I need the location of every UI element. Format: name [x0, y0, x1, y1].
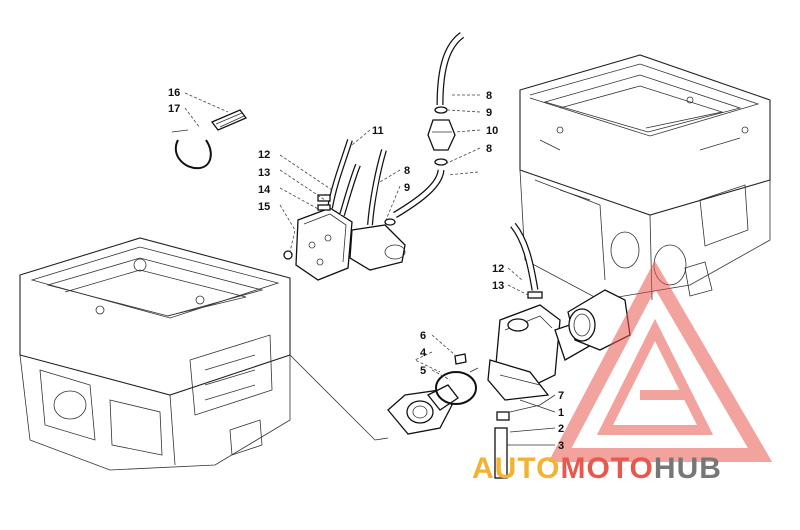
callout-7: 7: [558, 390, 564, 402]
intake-flange: [387, 353, 479, 435]
fuel-pump-assembly: [283, 139, 406, 281]
callout-12-upper: 12: [258, 149, 270, 161]
engine-block-left: [19, 237, 291, 471]
callout-3: 3: [558, 440, 564, 452]
callout-8-mid: 8: [486, 143, 492, 155]
callout-5: 5: [420, 365, 426, 377]
engine-block-right: [519, 54, 771, 301]
callout-12-lower: 12: [492, 263, 504, 275]
callout-10: 10: [486, 125, 498, 137]
callout-11: 11: [372, 125, 384, 137]
watermark-text: AUTOMOTOHUB: [472, 452, 722, 485]
callout-16: 16: [168, 87, 180, 99]
watermark-auto: AUTO: [472, 452, 560, 485]
callout-13-upper: 13: [258, 167, 270, 179]
callout-8-lower: 8: [404, 165, 410, 177]
watermark-logo: [548, 260, 773, 462]
callout-14: 14: [258, 184, 271, 196]
callout-17: 17: [168, 103, 180, 115]
callout-1: 1: [558, 407, 564, 419]
leader-lines: [184, 92, 556, 446]
callout-9-lower: 9: [404, 182, 410, 194]
callout-13-lower: 13: [492, 280, 504, 292]
callout-4: 4: [420, 347, 427, 359]
callout-labels: 16 17 11 12 13 14 15 8 9 10 8 8 9 12 13 …: [168, 87, 564, 452]
strap-and-clamp: [171, 109, 248, 170]
callout-9-top: 9: [486, 107, 492, 119]
fuel-filter-line: [384, 32, 465, 226]
carburetor: [487, 222, 631, 479]
callout-2: 2: [558, 423, 564, 435]
callout-6: 6: [420, 330, 426, 342]
watermark-moto: MOTO: [560, 452, 653, 485]
callout-8-top: 8: [486, 90, 492, 102]
callout-15: 15: [258, 201, 270, 213]
watermark-hub: HUB: [654, 452, 722, 485]
svg-text:AUTOMOTOHUB: AUTOMOTOHUB: [472, 452, 722, 485]
